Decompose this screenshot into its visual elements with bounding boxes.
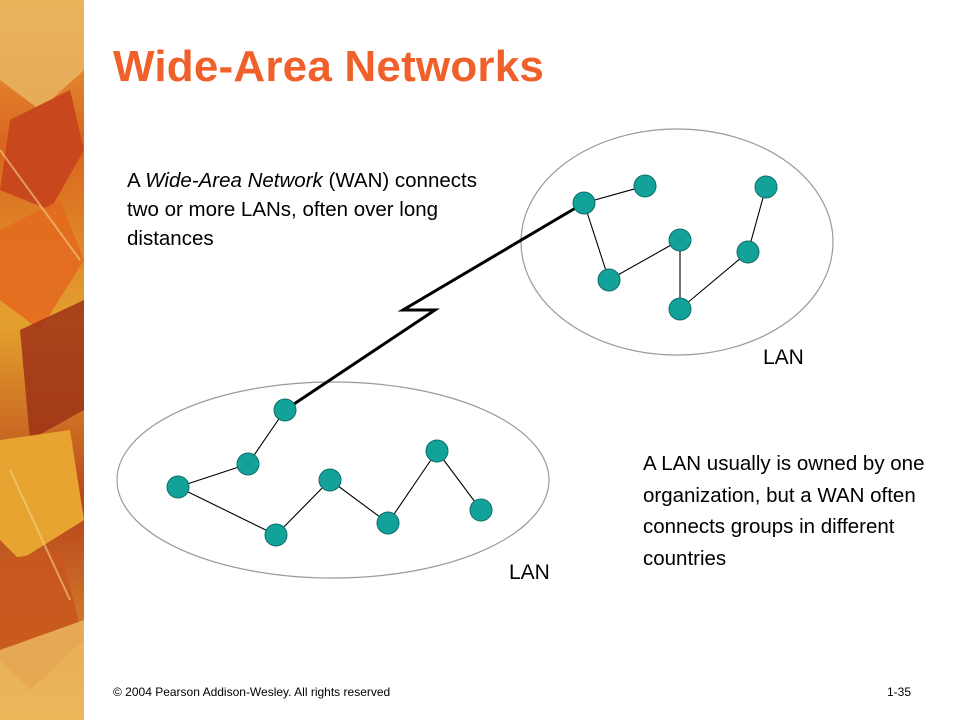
lan-node	[236, 452, 260, 476]
wan-description: A Wide-Area Network (WAN) connects two o…	[127, 166, 507, 253]
lan-node	[668, 228, 692, 252]
page-number: 1-35	[887, 685, 912, 699]
lan-top-ellipse	[520, 128, 834, 356]
lan-node	[668, 297, 692, 321]
lan-label-top: LAN	[763, 346, 804, 369]
lan-description: A LAN usually is owned by one organizati…	[643, 452, 925, 570]
wan-description-suffix: (WAN) connects two or more LANs, often o…	[127, 169, 477, 250]
wan-link	[284, 201, 585, 412]
lan-node	[754, 175, 778, 199]
lan-node	[425, 439, 449, 463]
lan-node	[469, 498, 493, 522]
lan-bottom-ellipse	[116, 381, 550, 579]
lan-node	[318, 468, 342, 492]
lan-label-bottom: LAN	[509, 561, 550, 584]
lan-node	[376, 511, 400, 535]
lan-node	[572, 191, 596, 215]
lan-node	[633, 174, 657, 198]
lan-node	[597, 268, 621, 292]
autumn-leaves-sidebar	[0, 0, 84, 720]
lan-node	[166, 475, 190, 499]
copyright-footer: © 2004 Pearson Addison-Wesley. All right…	[113, 685, 391, 699]
lan-node	[273, 398, 297, 422]
page-title: Wide-Area Networks	[113, 42, 545, 91]
wan-description-prefix: A	[127, 169, 146, 192]
lan-node	[264, 523, 288, 547]
lan-node	[736, 240, 760, 264]
wan-term: Wide-Area Network	[145, 169, 323, 192]
